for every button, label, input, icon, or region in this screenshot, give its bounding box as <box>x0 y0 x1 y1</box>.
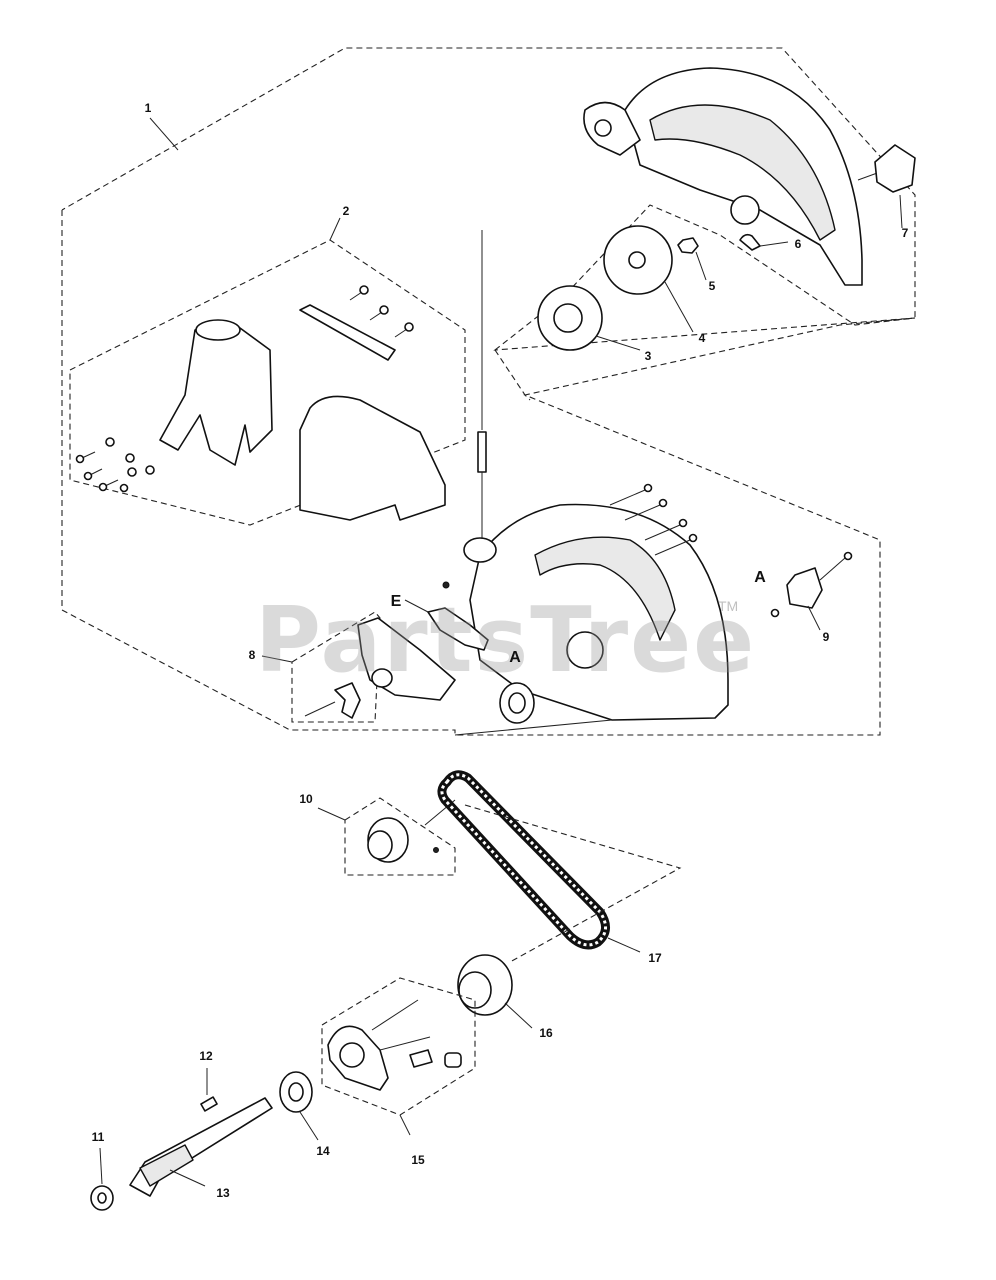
latch-screw-head <box>843 551 853 561</box>
spacer-pin <box>477 431 487 473</box>
latch-nut <box>770 608 780 618</box>
leader-7 <box>899 194 903 229</box>
shaft-key <box>200 1096 218 1112</box>
callout-9: 9 <box>822 630 830 644</box>
drive-pulley-hub <box>367 830 393 860</box>
lever-cam <box>334 682 361 719</box>
callout-15: 15 <box>411 1153 425 1167</box>
guard-mount-hole <box>594 119 612 137</box>
tension-screw <box>427 607 489 651</box>
arbor-nut <box>677 237 699 254</box>
leader-E <box>404 599 429 613</box>
leader-8 <box>261 655 293 663</box>
housing-bolt-1 <box>371 999 419 1031</box>
callout-1: 1 <box>144 101 152 115</box>
watermark-trademark: TM <box>718 598 739 614</box>
callout-17: 17 <box>648 951 662 965</box>
inner-flange-hub <box>553 303 583 333</box>
leader-17 <box>607 937 641 953</box>
housing-screws <box>609 483 698 556</box>
callout-14: 14 <box>316 1144 330 1158</box>
leader-11 <box>99 1147 103 1185</box>
spring-cap <box>444 1052 462 1068</box>
latch-screw <box>819 557 846 581</box>
callout-12: 12 <box>199 1049 213 1063</box>
shaft-bearing-center <box>288 1082 304 1102</box>
bracket-tube-top <box>195 319 241 341</box>
small-ball <box>442 581 450 589</box>
leader-15 <box>399 1114 411 1136</box>
guard-clip <box>739 233 761 251</box>
housing-link <box>454 719 613 736</box>
leader-14 <box>299 1111 319 1141</box>
bracket-plate-right <box>299 395 446 521</box>
watermark: PartsTree <box>255 588 757 693</box>
housing-bearing-bore <box>566 631 604 669</box>
lever-pivot <box>371 668 393 688</box>
group-box-8 <box>291 611 381 723</box>
housing-boss <box>463 537 497 563</box>
guard-hub-boss <box>730 195 760 225</box>
callout-10: 10 <box>299 792 313 806</box>
group-box-10 <box>344 797 456 876</box>
callout-letter-a-lower: A <box>509 649 521 666</box>
callout-5: 5 <box>708 279 716 293</box>
arbor-shaft-collar <box>139 1144 194 1187</box>
shaft-seal-center <box>508 692 526 714</box>
shaft-washer-hole <box>97 1192 107 1204</box>
group-box-guard <box>493 204 916 351</box>
callout-7: 7 <box>901 226 909 240</box>
driven-pulley-hub <box>458 971 492 1009</box>
outer-flange-hole <box>628 251 646 269</box>
leader-10 <box>317 807 346 821</box>
callout-8: 8 <box>248 648 256 662</box>
tension-spring <box>409 1049 433 1068</box>
bracket-strap <box>299 304 396 361</box>
leader-2 <box>329 217 341 241</box>
lever-bolt <box>304 701 336 717</box>
arm-housing-inner <box>534 536 676 641</box>
callout-13: 13 <box>216 1186 230 1200</box>
bracket-plate-left <box>159 322 273 466</box>
housing-bolt-2 <box>379 1036 431 1051</box>
callout-11: 11 <box>91 1130 105 1144</box>
leader-1 <box>149 117 179 151</box>
callout-letter-a-right: A <box>754 569 766 586</box>
leader-9 <box>807 605 821 631</box>
callout-6: 6 <box>794 237 802 251</box>
callout-3: 3 <box>644 349 652 363</box>
leader-16 <box>504 1002 533 1029</box>
callout-2: 2 <box>342 204 350 218</box>
group-box-15 <box>321 977 476 1116</box>
leader-3 <box>595 335 641 351</box>
callout-16: 16 <box>539 1026 553 1040</box>
bearing-housing-bore <box>339 1042 365 1068</box>
callout-4: 4 <box>698 331 706 345</box>
pulley-set-screw <box>433 847 439 853</box>
belt-link <box>464 804 682 963</box>
assembly-outline <box>61 47 916 736</box>
guard-mount-lug <box>583 101 641 156</box>
leader-6 <box>759 241 789 247</box>
group-box-flanges <box>494 349 531 401</box>
guard-knob <box>857 144 916 193</box>
leader-13 <box>169 1169 206 1187</box>
belt-guard-latch <box>786 567 823 609</box>
drive-belt-inner <box>440 773 607 947</box>
leader-5 <box>695 251 707 281</box>
callout-letter-e: E <box>390 593 402 610</box>
leader-4 <box>664 281 694 333</box>
blade-guard-ribs <box>649 104 836 241</box>
arm-housing <box>469 503 729 721</box>
bracket-screws <box>75 285 414 493</box>
drive-belt <box>437 770 610 950</box>
